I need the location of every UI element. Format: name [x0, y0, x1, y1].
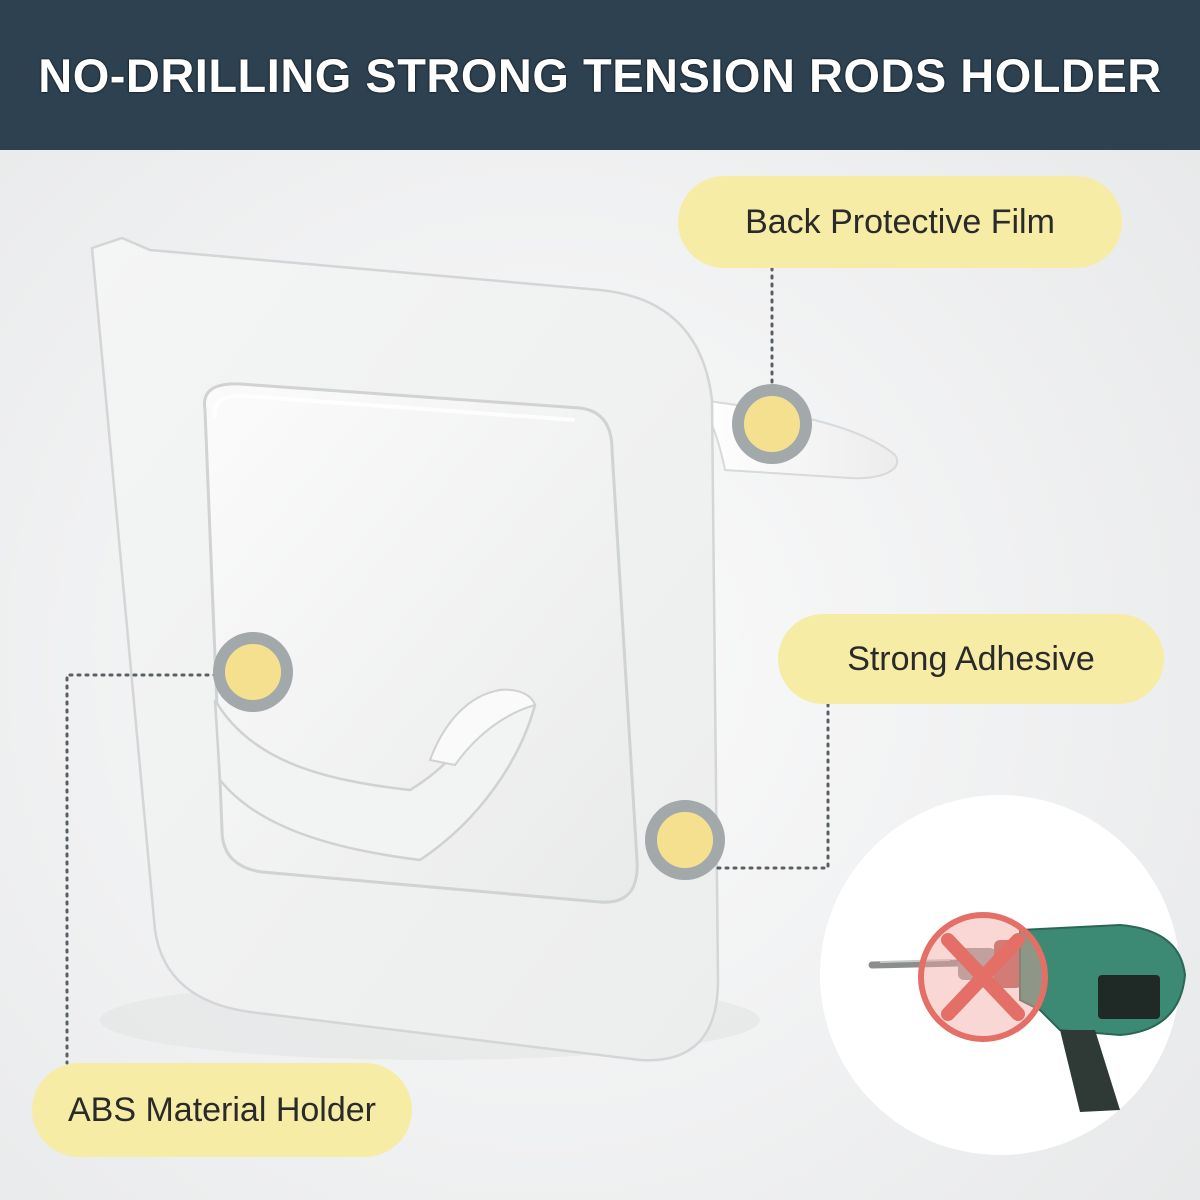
callout-label: ABS Material Holder	[67, 1090, 376, 1129]
leader-lines	[65, 266, 830, 1065]
callout-strong-adhesive: Strong Adhesive	[778, 614, 1164, 704]
callout-dot-icon	[645, 800, 725, 880]
callout-dot-icon	[213, 632, 293, 712]
callout-dot-icon	[732, 384, 812, 464]
callout-abs-material-holder: ABS Material Holder	[32, 1063, 412, 1157]
leader-line-adhesive	[716, 702, 830, 870]
header-banner: NO-DRILLING STRONG TENSION RODS HOLDER	[0, 0, 1200, 150]
hook-cup	[213, 688, 537, 862]
callout-back-protective-film: Back Protective Film	[678, 176, 1122, 268]
leader-line-abs	[65, 673, 234, 1065]
callout-label: Strong Adhesive	[847, 639, 1095, 678]
callout-label: Back Protective Film	[745, 202, 1055, 241]
no-drilling-icon	[820, 795, 1187, 1155]
page-title: NO-DRILLING STRONG TENSION RODS HOLDER	[38, 48, 1162, 102]
